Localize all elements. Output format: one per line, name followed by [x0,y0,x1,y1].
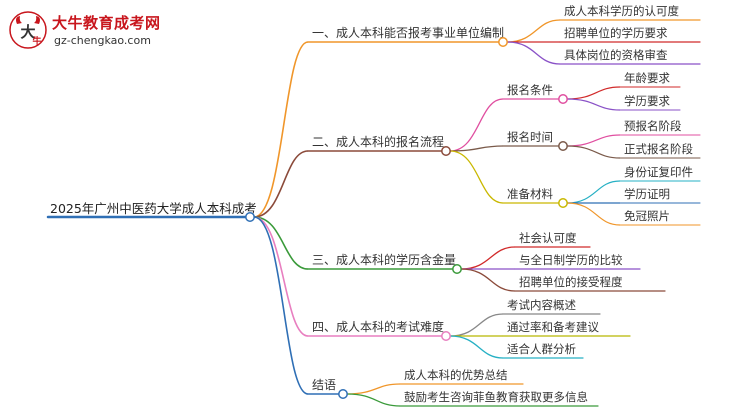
logo-url: gz-chengkao.com [54,34,151,47]
connector-branch-1-child-3 [506,41,561,65]
connector-branch-1-child-1 [506,19,561,43]
connector-root-branch-3 [253,216,309,270]
connector-branch-2-child-2-leaf-1 [566,134,621,147]
branch-2-child-2-label[interactable]: 报名时间 [507,130,553,144]
connector-branch-5-child-2 [346,393,401,407]
branch-2-child-1-label[interactable]: 报名条件 [507,83,553,97]
branch-1-label[interactable]: 一、成人本科能否报考事业单位编制 [312,25,504,40]
connector-root-branch-2 [253,150,309,218]
connector-branch-2-child-3-leaf-1 [566,180,621,204]
branch-2-child-3-leaf-3-label[interactable]: 免冠照片 [624,209,670,223]
branch-1-child-1-label[interactable]: 成人本科学历的认可度 [564,4,679,18]
connector-branch-3-child-1 [460,246,516,270]
branch-2-child-3-leaf-2-label[interactable]: 学历证明 [624,187,670,201]
connector-branch-3-child-3 [460,268,516,292]
svg-text:牛: 牛 [32,35,41,47]
branch-2-child-3-label[interactable]: 准备材料 [507,187,553,201]
branch-2-child-1-knob [558,94,568,104]
branch-2-knob [441,146,451,156]
branch-2-child-2-knob [558,141,568,151]
branch-3-child-2-label[interactable]: 与全日制学历的比较 [519,253,623,267]
connector-branch-4-child-3 [449,335,504,359]
connector-branch-2-child-1-leaf-2 [566,98,621,111]
branch-5-knob [338,389,348,399]
connector-branch-2-child-3-leaf-3 [566,202,621,226]
branch-1-child-2-label[interactable]: 招聘单位的学历要求 [564,26,668,40]
connector-branch-2-child-3 [449,150,504,204]
mindmap-nodes: 2025年广州中医药大学成人本科成考 一、成人本科能否报考事业单位编制 成人本科学历… [50,4,693,404]
connector-branch-2-child-1 [449,98,504,152]
connector-root-branch-5 [253,216,309,395]
branch-4-knob [441,331,451,341]
branch-2-child-2-leaf-2-label[interactable]: 正式报名阶段 [624,142,693,156]
branch-5-label[interactable]: 结语 [312,378,336,392]
connector-branch-2-child-2-leaf-2 [566,145,621,159]
branch-5-child-1-label[interactable]: 成人本科的优势总结 [404,368,508,382]
branch-5-child-2-label[interactable]: 鼓励考生咨询菲鱼教育获取更多信息 [404,390,588,404]
branch-4-child-3-label[interactable]: 适合人群分析 [507,342,576,356]
root-node-label[interactable]: 2025年广州中医药大学成人本科成考 [50,201,257,216]
connector-root-branch-1 [253,41,309,218]
connector-branch-2-child-2 [449,145,504,152]
branch-3-knob [452,264,462,274]
connector-branch-4-child-1 [449,313,504,337]
branch-2-child-3-leaf-1-label[interactable]: 身份证复印件 [624,165,693,179]
branch-1-child-3-label[interactable]: 具体岗位的资格审查 [564,48,668,62]
branch-2-label[interactable]: 二、成人本科的报名流程 [312,134,444,149]
bull-logo-icon: 大 牛 [9,11,47,49]
mindmap-connectors [46,19,701,407]
branch-4-child-2-label[interactable]: 通过率和备考建议 [507,320,599,334]
branch-3-child-3-label[interactable]: 招聘单位的接受程度 [519,275,623,289]
branch-3-label[interactable]: 三、成人本科的学历含金量 [312,252,456,267]
connector-branch-2-child-1-leaf-1 [566,86,621,100]
logo-title: 大牛教育成考网 [52,14,161,32]
branch-3-child-1-label[interactable]: 社会认可度 [519,231,577,245]
branch-4-child-1-label[interactable]: 考试内容概述 [507,298,576,312]
site-logo[interactable]: 大 牛 大牛教育成考网 gz-chengkao.com [8,10,168,54]
branch-2-child-1-leaf-2-label[interactable]: 学历要求 [624,94,670,108]
branch-2-child-2-leaf-1-label[interactable]: 预报名阶段 [624,119,682,133]
branch-2-child-3-knob [558,198,568,208]
branch-1-knob [498,37,508,47]
svg-text:大: 大 [20,23,35,41]
connector-branch-5-child-1 [346,383,401,395]
connector-root-branch-4 [253,216,309,337]
branch-2-child-1-leaf-1-label[interactable]: 年龄要求 [624,71,670,85]
branch-4-label[interactable]: 四、成人本科的考试难度 [312,319,444,334]
root-node-knob [245,212,255,222]
